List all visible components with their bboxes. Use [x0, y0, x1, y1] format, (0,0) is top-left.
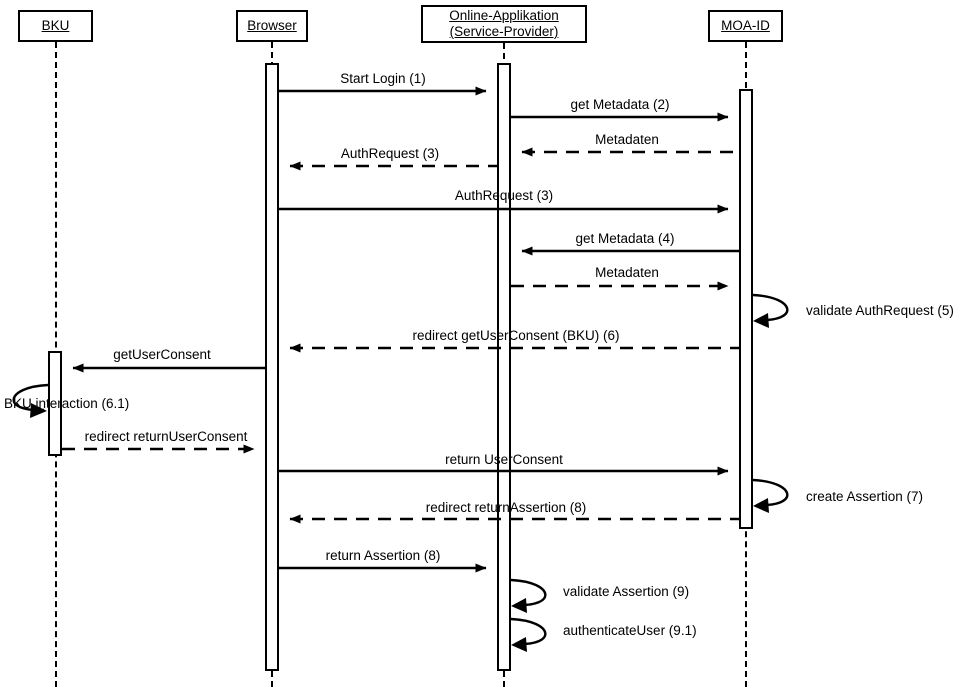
- message-label-redirect-returnassertion: redirect returnAssertion (8): [425, 500, 587, 515]
- message-label-bku-interaction: BKU interaction (6.1): [4, 396, 130, 411]
- message-label-authrequest-3b: AuthRequest (3): [454, 188, 554, 203]
- message-label-authenticate-user: authenticateUser (9.1): [563, 623, 697, 638]
- lifeline-label-bku: BKU: [41, 18, 70, 33]
- message-label-metadaten-2: Metadaten: [595, 265, 659, 280]
- lifeline-label-online-applikation: Online-Applikation (Service-Provider): [449, 8, 559, 39]
- message-label-validate-authrequest: validate AuthRequest (5): [806, 303, 954, 318]
- self-message-authenticate-user: [510, 617, 547, 652]
- activation-bar-online-applikation: [497, 63, 511, 671]
- message-label-metadaten-1: Metadaten: [595, 132, 659, 147]
- message-label-create-assertion: create Assertion (7): [806, 489, 924, 504]
- activation-bar-browser: [265, 63, 279, 671]
- activation-bar-moa-id: [739, 89, 753, 529]
- message-label-return-assertion: return Assertion (8): [325, 548, 441, 563]
- lifeline-header-online-applikation[interactable]: Online-Applikation (Service-Provider): [421, 5, 587, 43]
- lifeline-header-bku[interactable]: BKU: [18, 10, 93, 42]
- self-message-create-assertion: [752, 478, 789, 513]
- message-label-redirect-getuserconsent: redirect getUserConsent (BKU) (6): [412, 328, 620, 343]
- activation-bar-bku: [48, 351, 62, 456]
- message-label-getuserconsent: getUserConsent: [113, 347, 211, 362]
- self-message-validate-assertion: [510, 578, 547, 613]
- message-label-authrequest-3a: AuthRequest (3): [340, 146, 440, 161]
- message-label-redirect-returnuserconsent: redirect returnUserConsent: [84, 429, 248, 444]
- message-label-validate-assertion: validate Assertion (9): [563, 584, 690, 599]
- lifeline-label-moa-id: MOA-ID: [721, 18, 770, 33]
- message-label-start-login: Start Login (1): [340, 71, 426, 86]
- message-label-get-metadata-4: get Metadata (4): [575, 231, 675, 246]
- lifeline-header-browser[interactable]: Browser: [236, 10, 308, 42]
- lifeline-header-moa-id[interactable]: MOA-ID: [708, 10, 783, 42]
- message-label-return-userconsent: return UserConsent: [445, 452, 563, 467]
- self-message-validate-authrequest: [752, 293, 789, 328]
- message-label-get-metadata-2: get Metadata (2): [570, 97, 670, 112]
- lifeline-label-browser: Browser: [247, 18, 297, 33]
